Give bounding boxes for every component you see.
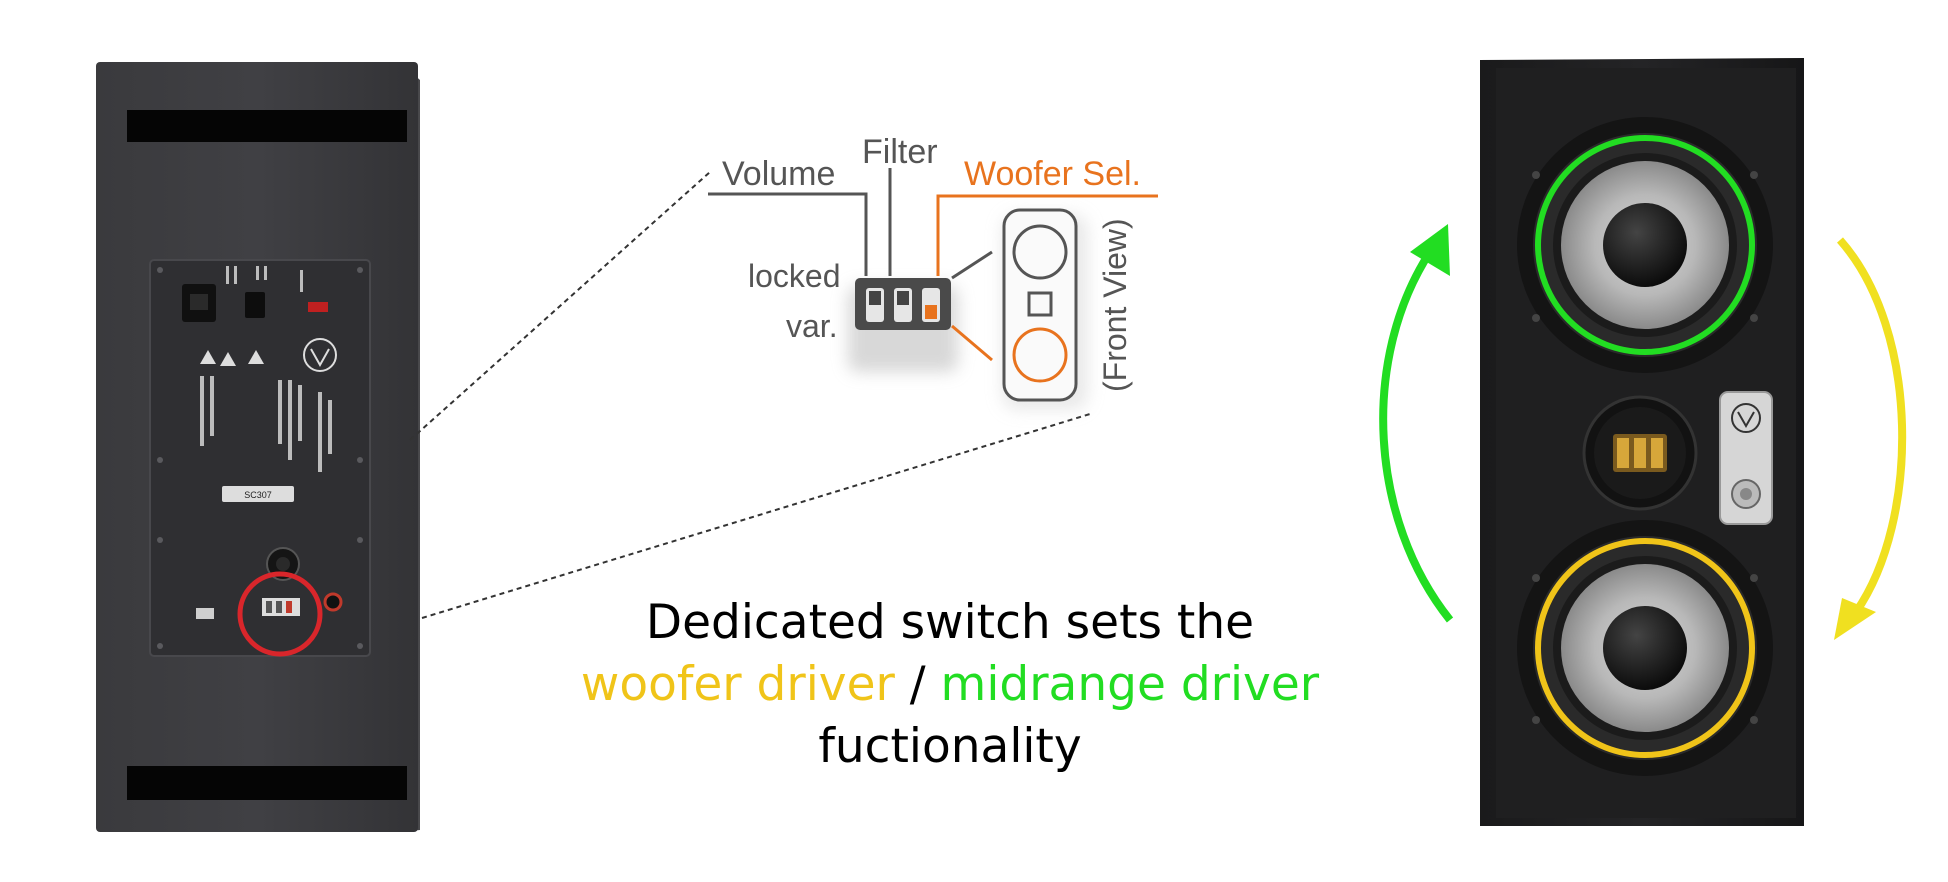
locked-label: locked xyxy=(748,258,841,294)
swap-arrows xyxy=(1379,224,1907,640)
brand-logo xyxy=(303,338,337,372)
caption-line-2: woofer driver / midrange driver xyxy=(540,654,1360,716)
green-arrow xyxy=(1379,249,1454,623)
model-plate xyxy=(222,486,294,502)
switch-callout: Volume Filter Woofer Sel. locked var. (F… xyxy=(708,133,1158,410)
volume-leader xyxy=(708,192,868,276)
warning-icon xyxy=(220,352,236,366)
caption-line-3: fuctionality xyxy=(818,719,1082,774)
model-label: SC307 xyxy=(244,490,272,500)
filter-label: Filter xyxy=(862,133,938,171)
rca-input xyxy=(323,592,343,612)
var-label: var. xyxy=(786,308,838,344)
switch-highlight-circle xyxy=(237,571,323,657)
ribbon-tweeter xyxy=(1582,395,1698,511)
caption-separator: / xyxy=(894,657,941,712)
warning-icon xyxy=(200,350,216,364)
upper-driver xyxy=(1517,117,1773,373)
top-bass-port xyxy=(127,110,407,142)
upper-driver-ring xyxy=(1535,135,1755,355)
yellow-arrow xyxy=(1837,237,1907,615)
caption-line-1: Dedicated switch sets the xyxy=(645,595,1255,650)
yellow-arrowhead xyxy=(1834,598,1876,640)
front-view-label: (Front View) xyxy=(1097,218,1133,392)
bottom-bass-port xyxy=(127,766,407,800)
zoom-lines xyxy=(409,171,1091,619)
power-indicator xyxy=(308,302,328,312)
lower-driver xyxy=(1517,520,1773,776)
midrange-driver-text: midrange driver xyxy=(940,657,1320,712)
front-view-upper-driver xyxy=(1012,224,1068,280)
front-view-outline xyxy=(1002,208,1078,402)
front-view-tweeter xyxy=(1027,291,1053,317)
usb-port xyxy=(196,608,214,619)
woofer-driver-text: woofer driver xyxy=(580,657,895,712)
plate-fine-print xyxy=(200,266,332,472)
green-arrowhead xyxy=(1410,224,1450,276)
volume-label: Volume xyxy=(722,155,835,193)
front-view-lower-driver xyxy=(1012,327,1068,383)
power-switch xyxy=(245,292,265,318)
caption: Dedicated switch sets the woofer driver … xyxy=(540,592,1360,778)
woofer-sel-label: Woofer Sel. xyxy=(964,155,1141,193)
warning-icon xyxy=(248,350,264,364)
front-speaker xyxy=(1480,58,1804,826)
woofer-sel-leader xyxy=(936,194,1158,276)
lower-driver-ring xyxy=(1535,538,1755,758)
front-control-badge xyxy=(1719,391,1773,525)
rear-speaker: SC307 xyxy=(96,62,420,832)
